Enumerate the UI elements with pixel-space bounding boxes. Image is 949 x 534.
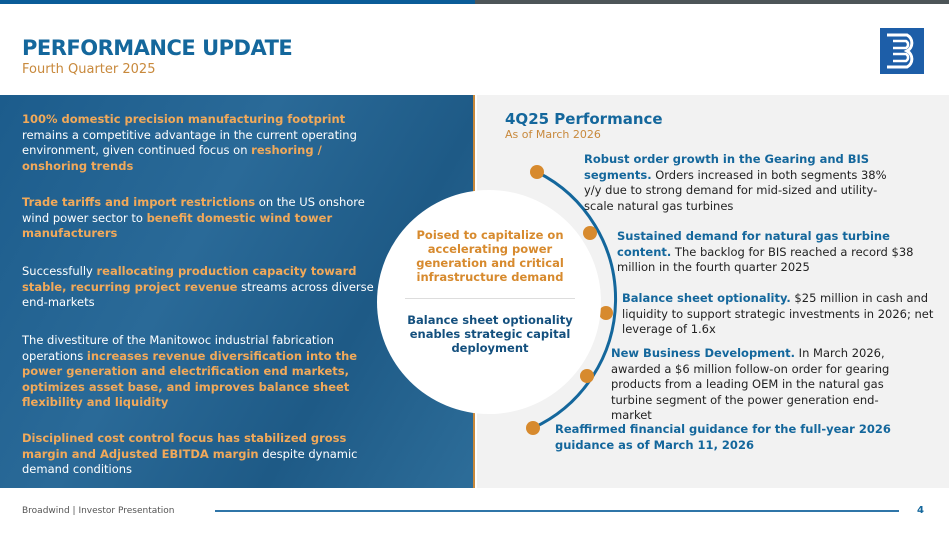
- performance-item-3: Balance sheet optionality. $25 million i…: [622, 291, 934, 336]
- performance-heading: 4Q25 Performance: [505, 110, 663, 128]
- left-point-2: Trade tariffs and import restrictions on…: [22, 195, 365, 240]
- top-bar-blue: [0, 0, 475, 4]
- footer-rule: [215, 510, 899, 512]
- page-subtitle: Fourth Quarter 2025: [22, 62, 156, 77]
- circle-top-text: Poised to capitalize on accelerating pow…: [416, 228, 564, 284]
- performance-item-1: Robust order growth in the Gearing and B…: [584, 152, 887, 213]
- center-circle: [377, 190, 601, 414]
- timeline-dot-5: [526, 421, 540, 435]
- top-bar-gray: [475, 0, 949, 4]
- performance-item-5: Reaffirmed financial guidance for the fu…: [555, 422, 891, 452]
- timeline-dot-2: [583, 226, 597, 240]
- timeline-dot-4: [580, 369, 594, 383]
- page-title: PERFORMANCE UPDATE: [22, 36, 293, 60]
- left-point-4: The divestiture of the Manitowoc industr…: [22, 333, 358, 409]
- performance-item-4: New Business Development. In March 2026,…: [611, 346, 890, 422]
- left-point-3: Successfully reallocating production cap…: [22, 264, 374, 309]
- performance-item-2: Sustained demand for natural gas turbine…: [617, 229, 914, 274]
- circle-divider: [405, 298, 575, 299]
- timeline-dot-3: [599, 306, 613, 320]
- footer-text: Broadwind | Investor Presentation: [22, 506, 175, 516]
- timeline-dot-1: [530, 165, 544, 179]
- left-point-1: 100% domestic precision manufacturing fo…: [22, 112, 357, 173]
- performance-subheading: As of March 2026: [505, 128, 601, 141]
- page-number: 4: [917, 505, 924, 516]
- broadwind-logo-icon: [880, 28, 924, 74]
- left-point-5: Disciplined cost control focus has stabi…: [22, 431, 358, 476]
- circle-bottom-text: Balance sheet optionality enables strate…: [407, 313, 573, 355]
